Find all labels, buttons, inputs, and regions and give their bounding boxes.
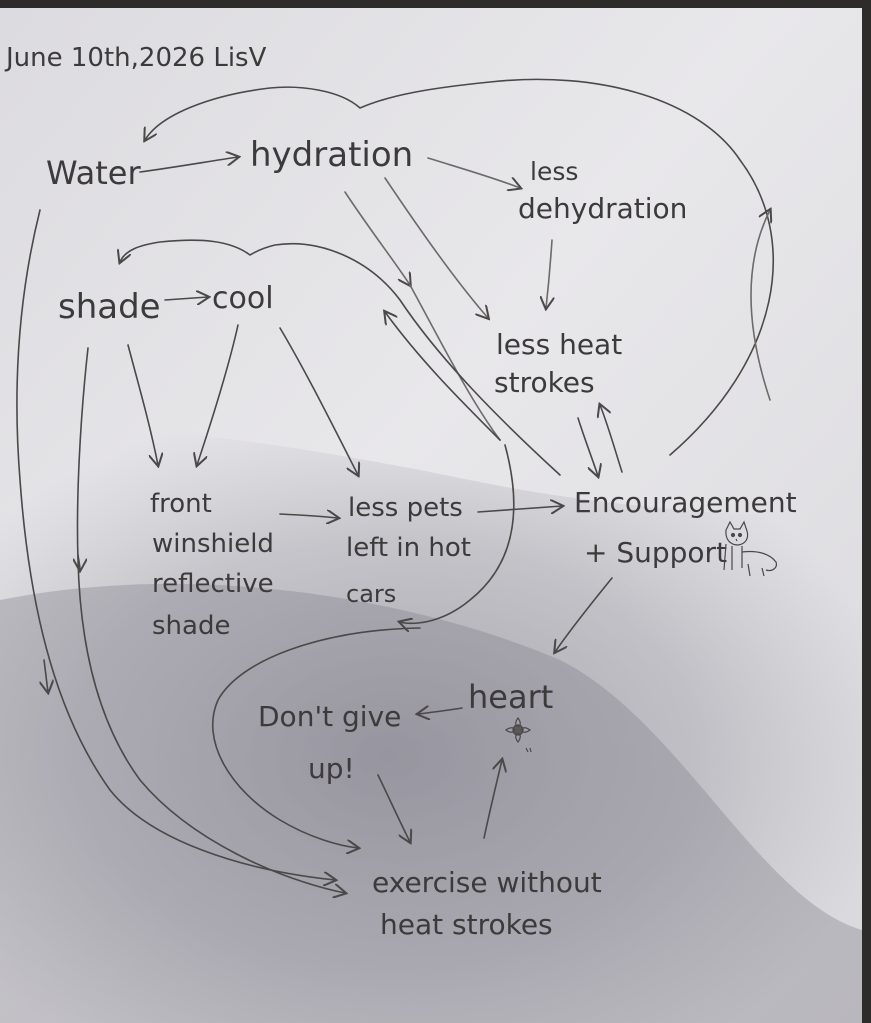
node-less-pets-3: cars [346, 580, 396, 608]
node-cool: cool [212, 281, 274, 316]
node-front-4: shade [152, 611, 230, 641]
flower-doodle-icon [504, 716, 532, 753]
node-front-1: front [150, 489, 212, 519]
arrow-heatstrokes-encouragement [577, 417, 598, 476]
arrow-encouragement-scurve [400, 444, 515, 623]
node-dont-give-up-2: up! [308, 752, 355, 785]
node-exercise-2: heat strokes [380, 908, 553, 941]
node-less-pets-2: left in hot [346, 533, 471, 563]
arrow-hydration-dehydration [427, 157, 520, 188]
node-less-dehydration-2: dehydration [518, 192, 687, 225]
arrow-shade-exercise [76, 347, 345, 893]
arrow-encouragement-heart [555, 577, 613, 652]
node-hydration: hydration [250, 135, 413, 175]
node-less-heat-strokes-1: less heat [496, 328, 622, 361]
node-less-heat-strokes-2: strokes [494, 366, 595, 399]
arrow-encouragement-heatstrokes [600, 405, 623, 473]
arrow-heart-dontgiveup [418, 708, 463, 714]
arrow-top-arc [145, 78, 774, 456]
arrow-hydration-heatstrokes-a [384, 177, 488, 318]
arrow-pets-encouragement [477, 506, 562, 512]
arrow-shade-winshield [127, 344, 158, 465]
arrow-dehydration-heatstrokes [546, 239, 552, 308]
arrow-encouragement-up [385, 312, 501, 441]
node-encouragement: Encouragement [574, 486, 797, 519]
date-signature: June 10th,2026 LisV [4, 43, 267, 73]
arrow-water-exercise [16, 209, 335, 880]
node-front-2: winshield [152, 529, 274, 559]
node-dont-give-up-1: Don't give [258, 700, 401, 733]
arrow-winshield-pets [279, 514, 338, 518]
cat-doodle-icon [723, 520, 777, 577]
arrow-water-hydration [139, 157, 238, 173]
arrow-cool-winshield [197, 324, 239, 465]
node-water: Water [46, 154, 141, 192]
arrow-exercise-heart [483, 760, 502, 839]
arrow-shade-cool [164, 297, 208, 300]
node-less-pets-1: less pets [348, 493, 463, 523]
node-support: + Support [584, 536, 727, 569]
node-less-dehydration: less [530, 157, 578, 186]
node-shade: shade [58, 287, 161, 327]
node-heart: heart [468, 678, 553, 716]
arrow-shade-loop [120, 239, 561, 476]
arrow-dontgiveup-exercise [377, 774, 410, 842]
arrow-hydration-heatstrokes-b [344, 191, 410, 285]
arrow-cool-pets [279, 327, 358, 475]
node-front-3: reflective [152, 569, 274, 599]
node-exercise-1: exercise without [372, 866, 602, 899]
connectors [16, 78, 774, 893]
cast-shadow [0, 427, 862, 1023]
